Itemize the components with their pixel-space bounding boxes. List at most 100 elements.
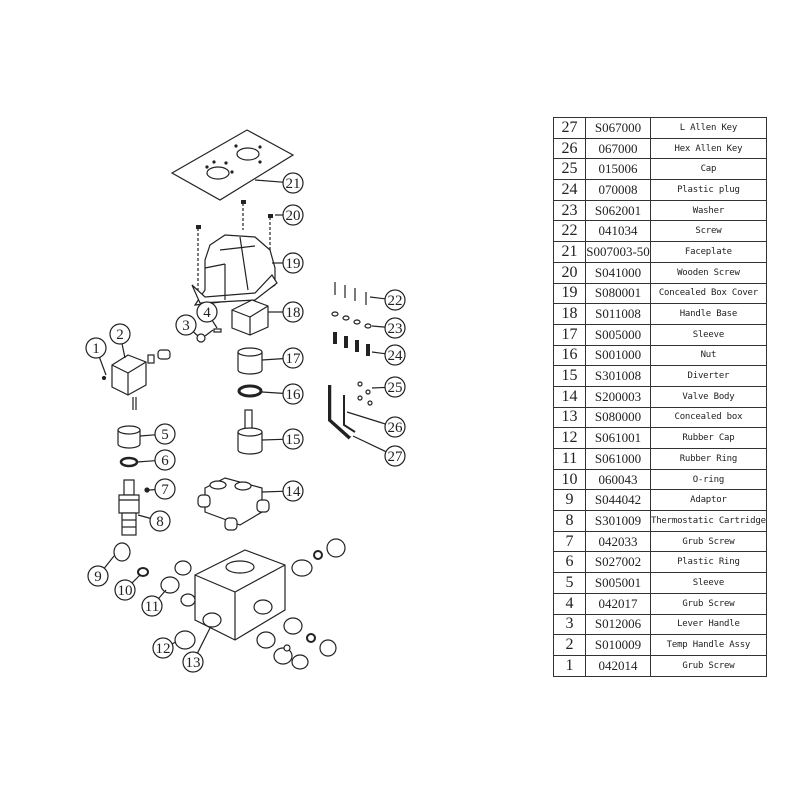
thermostatic-cartridge-part <box>118 479 150 536</box>
part-description: Washer <box>650 199 767 222</box>
leader-line <box>371 386 386 389</box>
part-code: S062001 <box>585 199 651 222</box>
callout-circle <box>282 383 304 405</box>
leader-line <box>261 391 284 394</box>
nut-part <box>237 384 263 398</box>
sleeve-5-part <box>117 425 141 449</box>
callout-label: 25 <box>388 380 403 396</box>
temp-handle-part <box>101 349 171 410</box>
callout-circle <box>175 314 197 336</box>
lever-handle-part <box>196 328 222 343</box>
callout-15: 15 <box>261 428 304 450</box>
part-code: S061001 <box>585 427 651 449</box>
part-code: S005000 <box>585 323 651 346</box>
callout-17: 17 <box>261 347 304 369</box>
callout-4: 4 <box>196 301 218 329</box>
callout-label: 12 <box>156 641 171 657</box>
callout-9: 9 <box>87 555 115 587</box>
callout-label: 10 <box>118 583 133 599</box>
callout-circle <box>384 344 406 366</box>
callout-5: 5 <box>139 423 176 445</box>
part-number: 20 <box>553 261 586 284</box>
part-code: S080001 <box>585 282 651 305</box>
callout-26: 26 <box>346 411 406 438</box>
part-number: 18 <box>553 303 586 325</box>
callout-circle <box>149 510 171 532</box>
callout-label: 14 <box>286 484 302 500</box>
callout-18: 18 <box>268 301 304 323</box>
callout-20: 20 <box>275 204 304 226</box>
part-number: 4 <box>553 592 586 615</box>
part-description: Grub Screw <box>650 592 767 615</box>
plastic-ring-part <box>119 456 139 468</box>
callout-circle <box>282 480 304 502</box>
callout-circle <box>141 595 163 617</box>
callout-label: 17 <box>286 351 302 367</box>
part-number: 3 <box>553 613 586 636</box>
leader-line <box>254 179 284 183</box>
callout-label: 26 <box>388 420 404 436</box>
leader-line <box>98 357 107 376</box>
callout-label: 2 <box>116 327 124 343</box>
callout-label: 19 <box>286 256 301 272</box>
leader-line <box>346 411 386 425</box>
part-description: Handle Base <box>650 303 767 325</box>
callout-circle <box>282 301 304 323</box>
callout-label: 23 <box>388 321 403 337</box>
part-number: 1 <box>553 654 586 677</box>
part-code: 070008 <box>585 179 651 201</box>
callout-label: 22 <box>388 293 403 309</box>
part-code: 042014 <box>585 654 651 677</box>
part-code: S010009 <box>585 634 651 656</box>
part-code: S027002 <box>585 551 651 574</box>
callout-label: 4 <box>203 305 211 321</box>
part-number: 5 <box>553 572 586 594</box>
sleeve-part <box>237 347 263 375</box>
part-code: 042033 <box>585 530 651 553</box>
callout-23: 23 <box>371 317 406 339</box>
part-code: S301008 <box>585 365 651 387</box>
callout-14: 14 <box>261 480 304 502</box>
callout-circle <box>154 449 176 471</box>
callout-circle <box>384 445 406 467</box>
part-code: S061000 <box>585 448 651 470</box>
callout-circle <box>384 376 406 398</box>
leader-line <box>196 627 211 654</box>
callout-label: 15 <box>286 432 301 448</box>
callout-label: 6 <box>161 453 169 469</box>
callout-circle <box>282 252 304 274</box>
exploded-parts-diagram: 2120191843211716155678142223242526279101… <box>85 129 406 673</box>
callout-25: 25 <box>371 376 406 398</box>
part-description: Hex Allen Key <box>650 137 767 160</box>
part-number: 26 <box>553 137 586 160</box>
callout-label: 1 <box>92 341 100 357</box>
part-number: 16 <box>553 344 586 367</box>
callout-circle <box>282 428 304 450</box>
callout-label: 20 <box>286 208 301 224</box>
callout-label: 3 <box>182 318 190 334</box>
callout-21: 21 <box>254 172 304 194</box>
part-number: 27 <box>553 117 586 139</box>
part-code: S011008 <box>585 303 651 325</box>
part-number: 25 <box>553 158 586 181</box>
callout-label: 16 <box>286 387 302 403</box>
callout-circle <box>282 172 304 194</box>
callout-circle <box>282 347 304 369</box>
part-description: Thermostatic Cartridge <box>650 510 767 532</box>
part-code: 041034 <box>585 220 651 243</box>
part-number: 14 <box>553 385 586 408</box>
part-number: 15 <box>553 365 586 387</box>
